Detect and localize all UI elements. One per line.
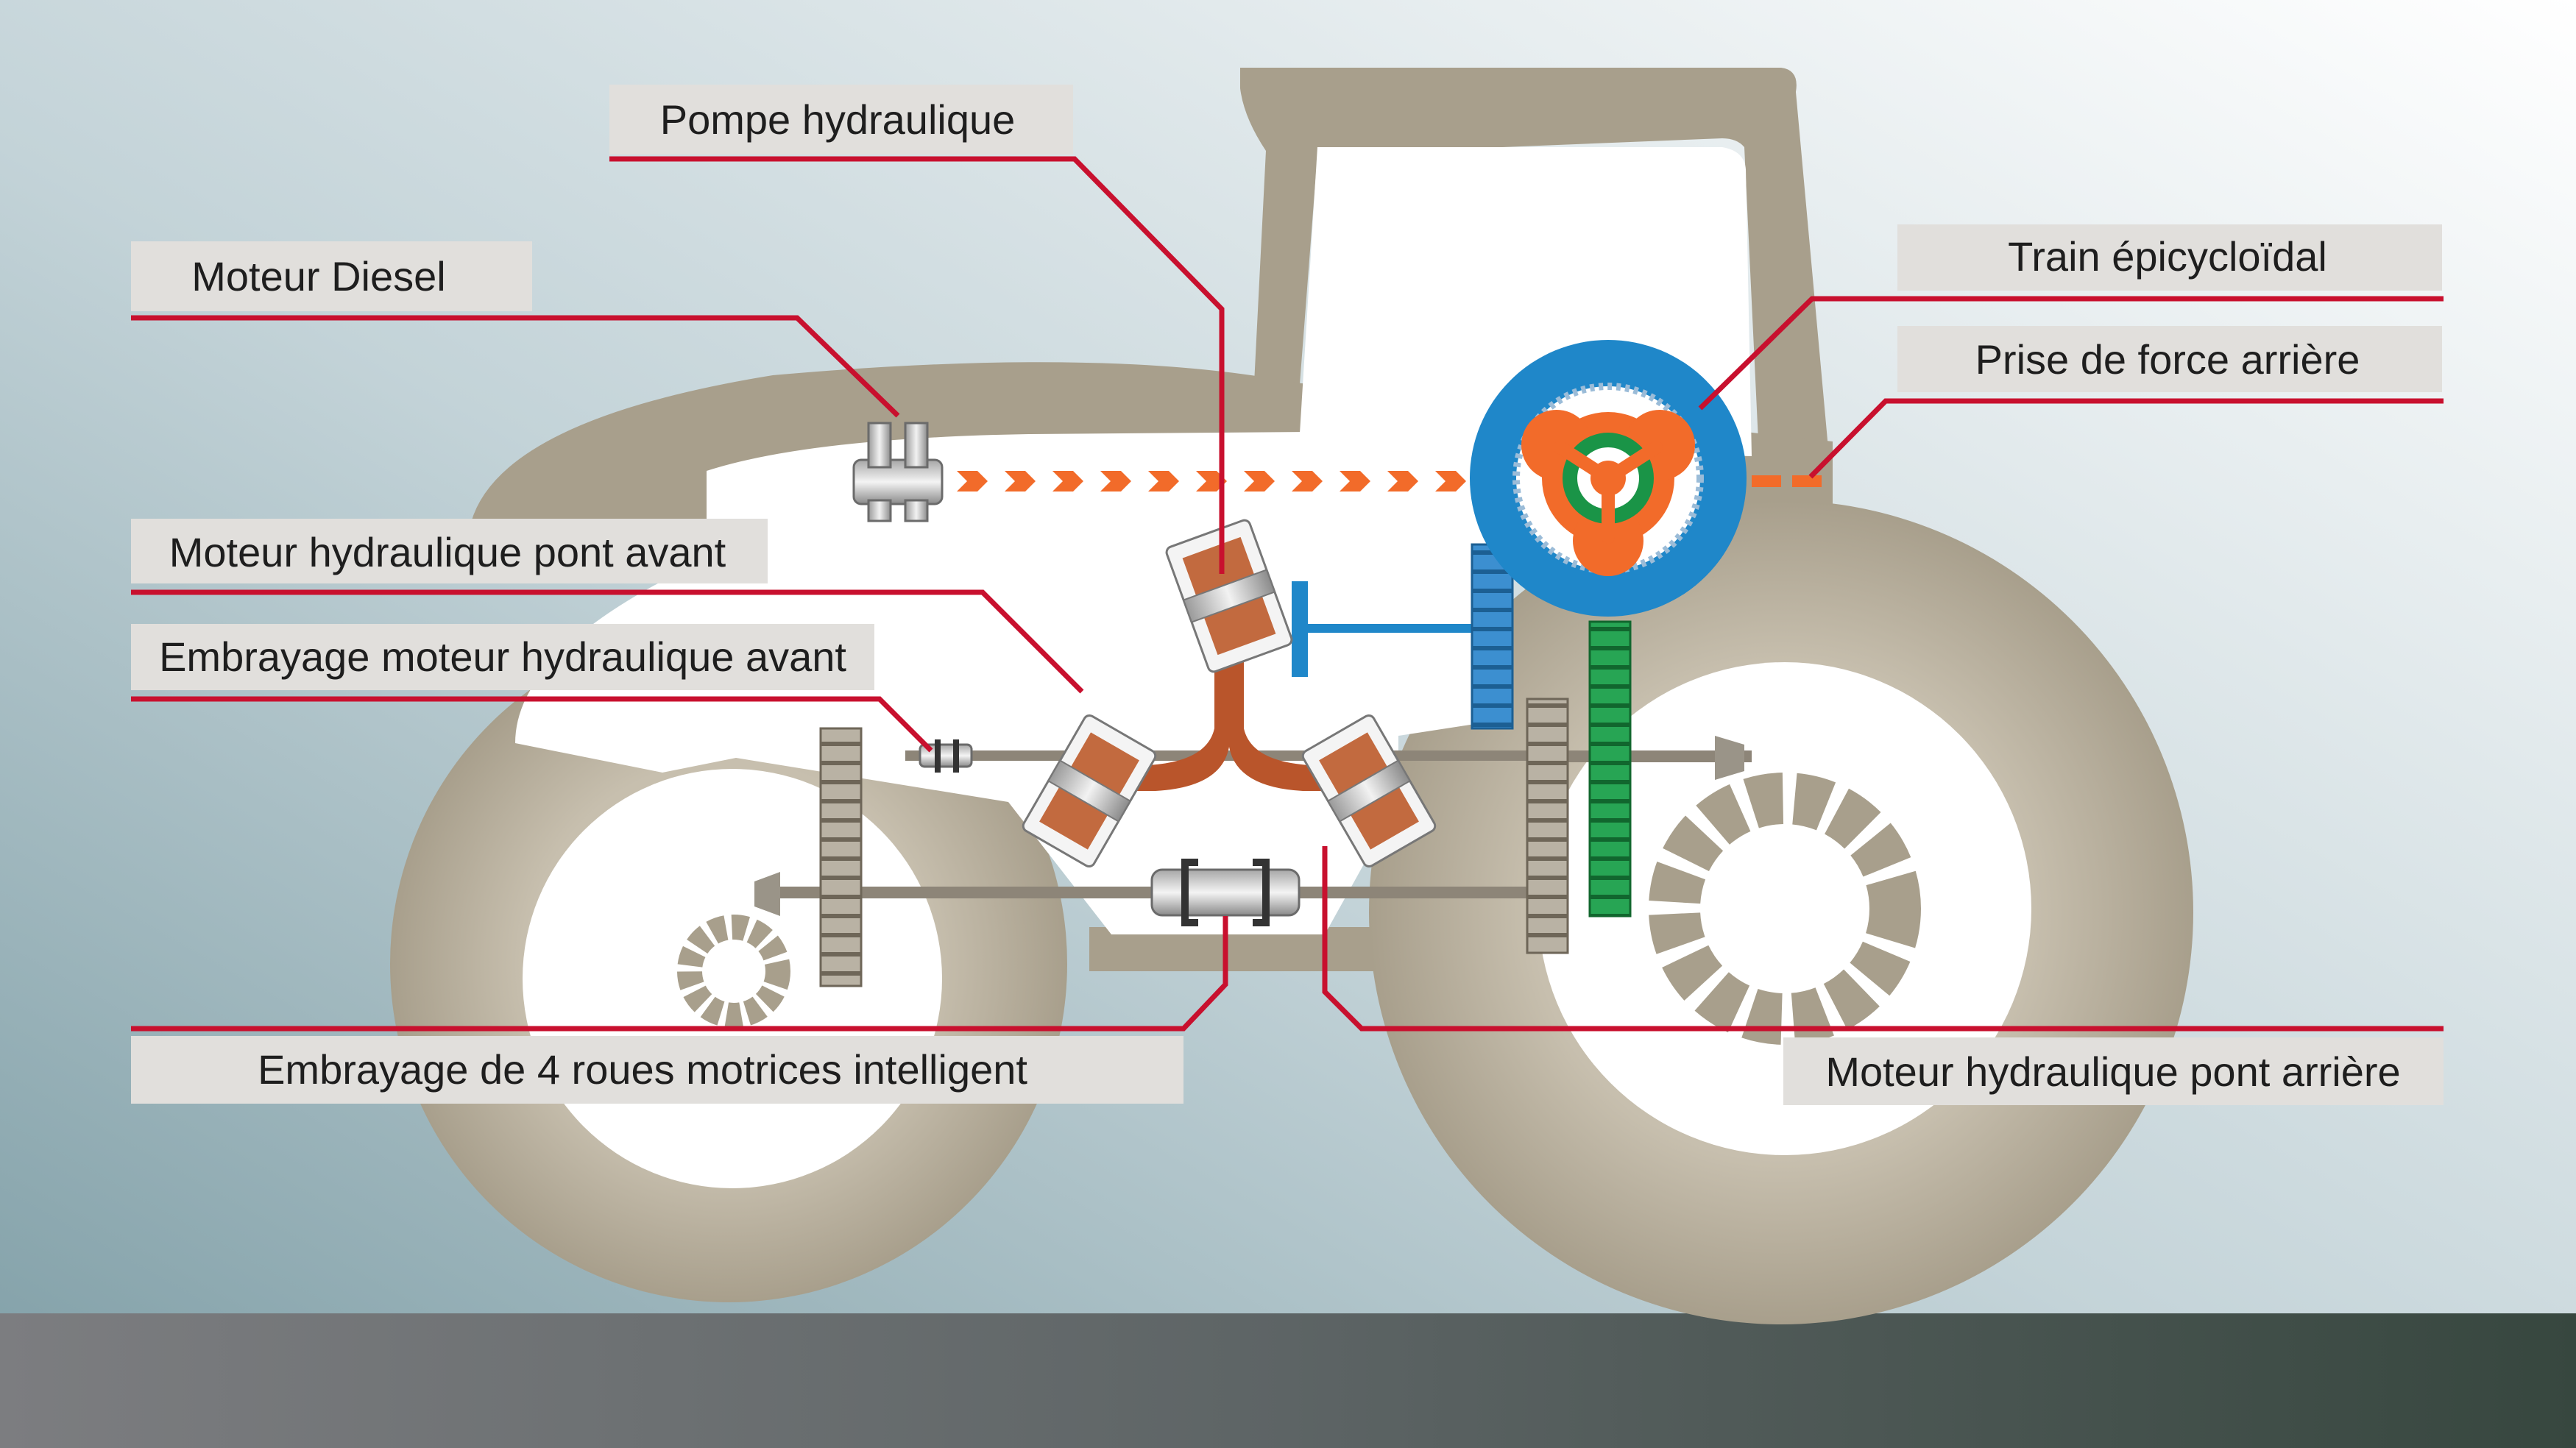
leader-prise-force-arriere xyxy=(1808,398,2444,479)
pto-gear xyxy=(1588,620,1632,918)
rear-bevel-gear xyxy=(1715,736,1744,780)
rear-wheel-rim xyxy=(1538,662,2031,1155)
svg-text:Moteur hydraulique pont avant: Moteur hydraulique pont avant xyxy=(169,529,726,575)
label-embrayage-4rm: Embrayage de 4 roues motrices intelligen… xyxy=(131,1036,1183,1104)
label-embrayage-moteur-avant: Embrayage moteur hydraulique avant xyxy=(131,624,874,690)
leader-moteur-pont-arriere xyxy=(1322,846,2444,1032)
label-train-epicycloidal: Train épicycloïdal xyxy=(1897,224,2442,291)
svg-text:Train épicycloïdal: Train épicycloïdal xyxy=(2008,233,2327,280)
label-moteur-pont-avant: Moteur hydraulique pont avant xyxy=(131,519,768,583)
front-hydraulic-clutch xyxy=(919,739,973,773)
label-moteur-pont-arriere: Moteur hydraulique pont arrière xyxy=(1783,1037,2444,1105)
leader-lines xyxy=(131,156,2444,1032)
rear-differential xyxy=(1649,773,1921,1045)
rear-hydraulic-motor xyxy=(1301,714,1437,868)
label-moteur-diesel: Moteur Diesel xyxy=(131,241,532,311)
svg-text:Embrayage moteur hydraulique a: Embrayage moteur hydraulique avant xyxy=(159,634,846,680)
leader-moteur-diesel xyxy=(131,315,900,418)
rear-axle-gear xyxy=(1526,698,1569,954)
front-hydraulic-motor xyxy=(1022,714,1157,868)
drivetrain xyxy=(677,340,1921,1045)
four-wheel-drive-clutch xyxy=(1150,859,1301,926)
pump-drive-gear xyxy=(1471,543,1514,730)
svg-text:Moteur hydraulique pont arrièr: Moteur hydraulique pont arrière xyxy=(1825,1048,2400,1095)
leader-embrayage-moteur-avant xyxy=(131,696,933,753)
svg-text:Moteur Diesel: Moteur Diesel xyxy=(191,253,445,299)
ground-strip xyxy=(0,1313,2576,1448)
epicyclic-gear-train xyxy=(1470,340,1747,617)
leader-train-epicycloidal xyxy=(1698,296,2444,411)
front-bevel-gear xyxy=(754,872,780,916)
front-wheel-rim xyxy=(523,769,942,1188)
svg-text:Prise de force arrière: Prise de force arrière xyxy=(1975,336,2360,383)
pump-drive-line xyxy=(1303,624,1479,633)
diesel-engine xyxy=(852,422,944,522)
hydraulic-circuit xyxy=(1126,662,1332,791)
front-axle-gear xyxy=(819,727,863,987)
label-pompe-hydraulique: Pompe hydraulique xyxy=(609,85,1073,155)
label-prise-force-arriere: Prise de force arrière xyxy=(1897,326,2442,392)
leader-embrayage-4rm xyxy=(131,916,1228,1032)
power-flow-arrows xyxy=(957,471,1822,491)
leader-pompe-hydraulique xyxy=(609,156,1225,574)
front-differential xyxy=(677,915,790,1028)
leader-moteur-pont-avant xyxy=(131,589,1084,694)
hydraulic-pump xyxy=(1165,519,1293,673)
svg-text:Pompe hydraulique: Pompe hydraulique xyxy=(660,96,1016,143)
svg-text:Embrayage de 4 roues motrices: Embrayage de 4 roues motrices intelligen… xyxy=(258,1046,1027,1093)
